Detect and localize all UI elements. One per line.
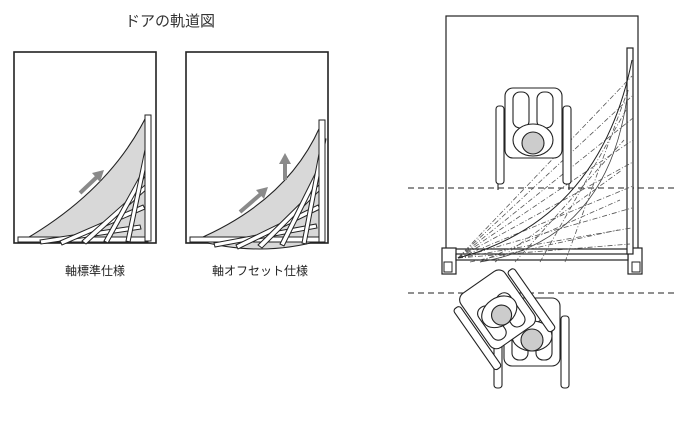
caption-axis-offset: 軸オフセット仕様 [211,264,308,278]
wheelchair-top [495,87,572,190]
caption-axis-standard: 軸標準仕様 [64,264,125,278]
panel-axis-standard [13,51,157,246]
swept-area-standard [24,115,147,240]
wheelchair-rotated [453,268,556,371]
diagram-title: ドアの軌道図 [124,12,215,30]
floor-plan [408,15,676,389]
arrow-diagonal-offset [238,191,264,214]
panel-axis-offset [185,51,329,250]
arrow-diagonal-standard [78,174,100,195]
